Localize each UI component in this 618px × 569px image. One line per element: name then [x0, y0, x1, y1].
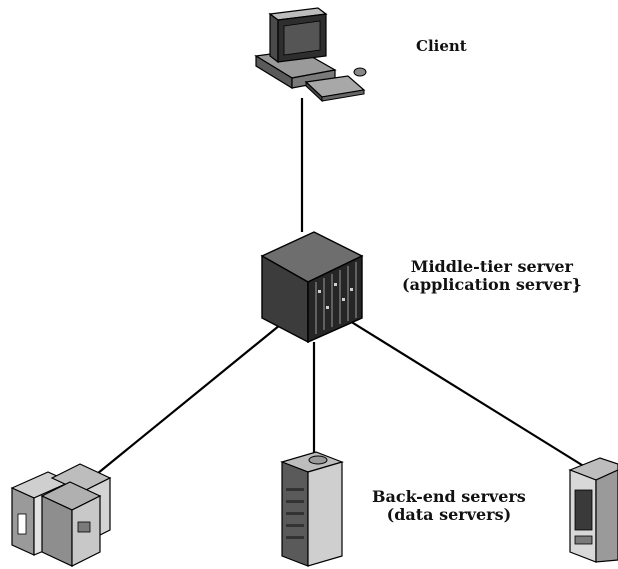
connection-lines [91, 98, 591, 479]
client-label: Client [416, 37, 467, 55]
mainframe-server-icon [10, 463, 112, 567]
middle-tier-label-line2: (application server} [402, 275, 582, 295]
client-computer-icon [254, 7, 367, 103]
middle-tier-label-line1: Middle-tier server [410, 257, 573, 276]
back-end-servers-label: Back-end servers (data servers) [372, 487, 526, 525]
link-middle-mainframe [91, 324, 281, 479]
back-end-label-line2: (data servers) [386, 505, 512, 525]
link-middle-cabinet [344, 317, 591, 471]
cabinet-server-icon [568, 457, 618, 563]
middle-tier-server-label: Middle-tier server (application server} [402, 257, 582, 295]
back-end-label-line1: Back-end servers [372, 487, 526, 506]
middle-tier-server-icon [260, 231, 364, 344]
tower-server-icon [280, 451, 344, 567]
